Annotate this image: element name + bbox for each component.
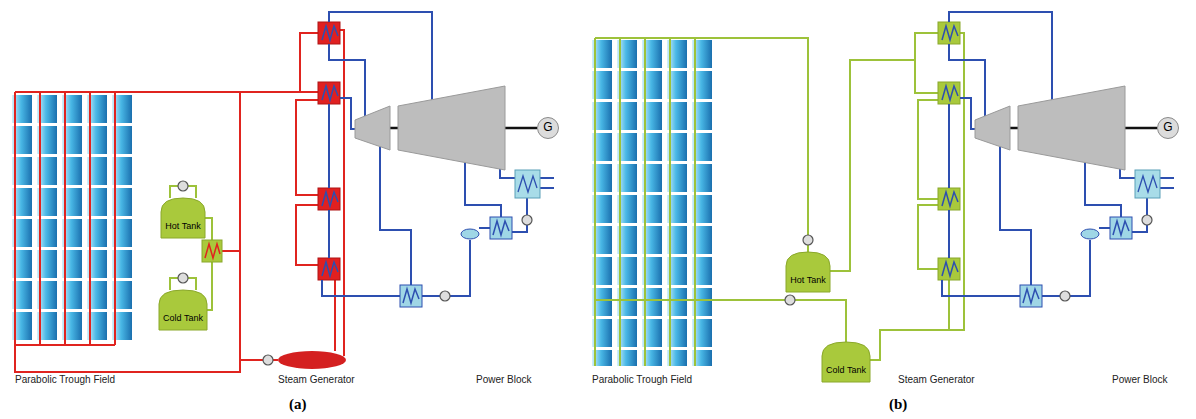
generator-label: G <box>1163 121 1172 134</box>
htf-pipe <box>15 30 344 372</box>
section-label: Steam Generator <box>278 374 355 385</box>
storage-tank: Hot Tank <box>161 198 205 238</box>
power-block <box>942 12 1174 307</box>
generator-circle: G <box>537 117 559 139</box>
heater-coil <box>493 221 509 235</box>
exchanger-coils <box>322 26 338 276</box>
storage-pipe <box>205 218 212 310</box>
tank-outline <box>161 198 205 238</box>
tank-outline <box>786 252 830 292</box>
tank-label: Cold Tank <box>163 314 203 324</box>
condenser <box>515 170 540 198</box>
pump-symbol <box>263 355 273 365</box>
storage-tank: Cold Tank <box>159 290 207 330</box>
generator-circle: G <box>1157 117 1179 139</box>
exchanger-coil <box>205 244 220 258</box>
generator-label: G <box>543 121 552 134</box>
pump-symbol <box>178 181 188 191</box>
heater-coil <box>403 289 419 303</box>
heat-exchanger <box>318 258 340 280</box>
section-label: Power Block <box>476 374 532 385</box>
exchanger-coil <box>322 86 338 100</box>
storage-tank: Hot Tank <box>786 252 830 292</box>
tank-label: Cold Tank <box>826 366 866 376</box>
tank-body <box>159 290 207 330</box>
exchanger-coil <box>322 262 338 276</box>
deaerator <box>461 229 479 239</box>
panel-caption: (a) <box>289 396 307 413</box>
section-label: Parabolic Trough Field <box>15 374 115 385</box>
feedwater-heater <box>490 217 512 239</box>
feedwater-heater <box>400 285 422 307</box>
section-label: Steam Generator <box>898 374 975 385</box>
pump-symbol <box>785 295 795 305</box>
exchanger-coil <box>322 26 338 40</box>
tank-outline <box>822 342 870 382</box>
pump-symbol <box>803 235 813 245</box>
pump-symbol <box>178 273 188 283</box>
storage-heat-exchanger <box>202 240 222 262</box>
tank-outline <box>159 290 207 330</box>
heat-exchanger <box>318 22 340 44</box>
lp-turbine <box>398 86 505 170</box>
steam-drum <box>278 351 346 369</box>
tank-body <box>822 342 870 382</box>
section-label: Power Block <box>1112 374 1168 385</box>
water-steam-pipe <box>322 12 554 296</box>
hp-turbine <box>355 106 390 150</box>
tank-label: Hot Tank <box>165 222 200 232</box>
pump-symbol <box>522 215 532 225</box>
generator-body <box>538 118 559 139</box>
tank-body <box>161 198 205 238</box>
heat-exchanger <box>318 82 340 104</box>
htf-pipe <box>595 33 964 366</box>
tank-label: Hot Tank <box>790 276 825 286</box>
tank-body <box>786 252 830 292</box>
heat-exchanger <box>318 188 340 210</box>
pump-symbol <box>440 291 450 301</box>
panel-caption: (b) <box>889 396 907 413</box>
condenser-coil <box>518 176 537 192</box>
section-label: Parabolic Trough Field <box>592 374 692 385</box>
power-block <box>322 12 554 307</box>
generator-body <box>1158 118 1179 139</box>
storage-tank: Cold Tank <box>822 342 870 382</box>
exchanger-coil <box>322 192 338 206</box>
